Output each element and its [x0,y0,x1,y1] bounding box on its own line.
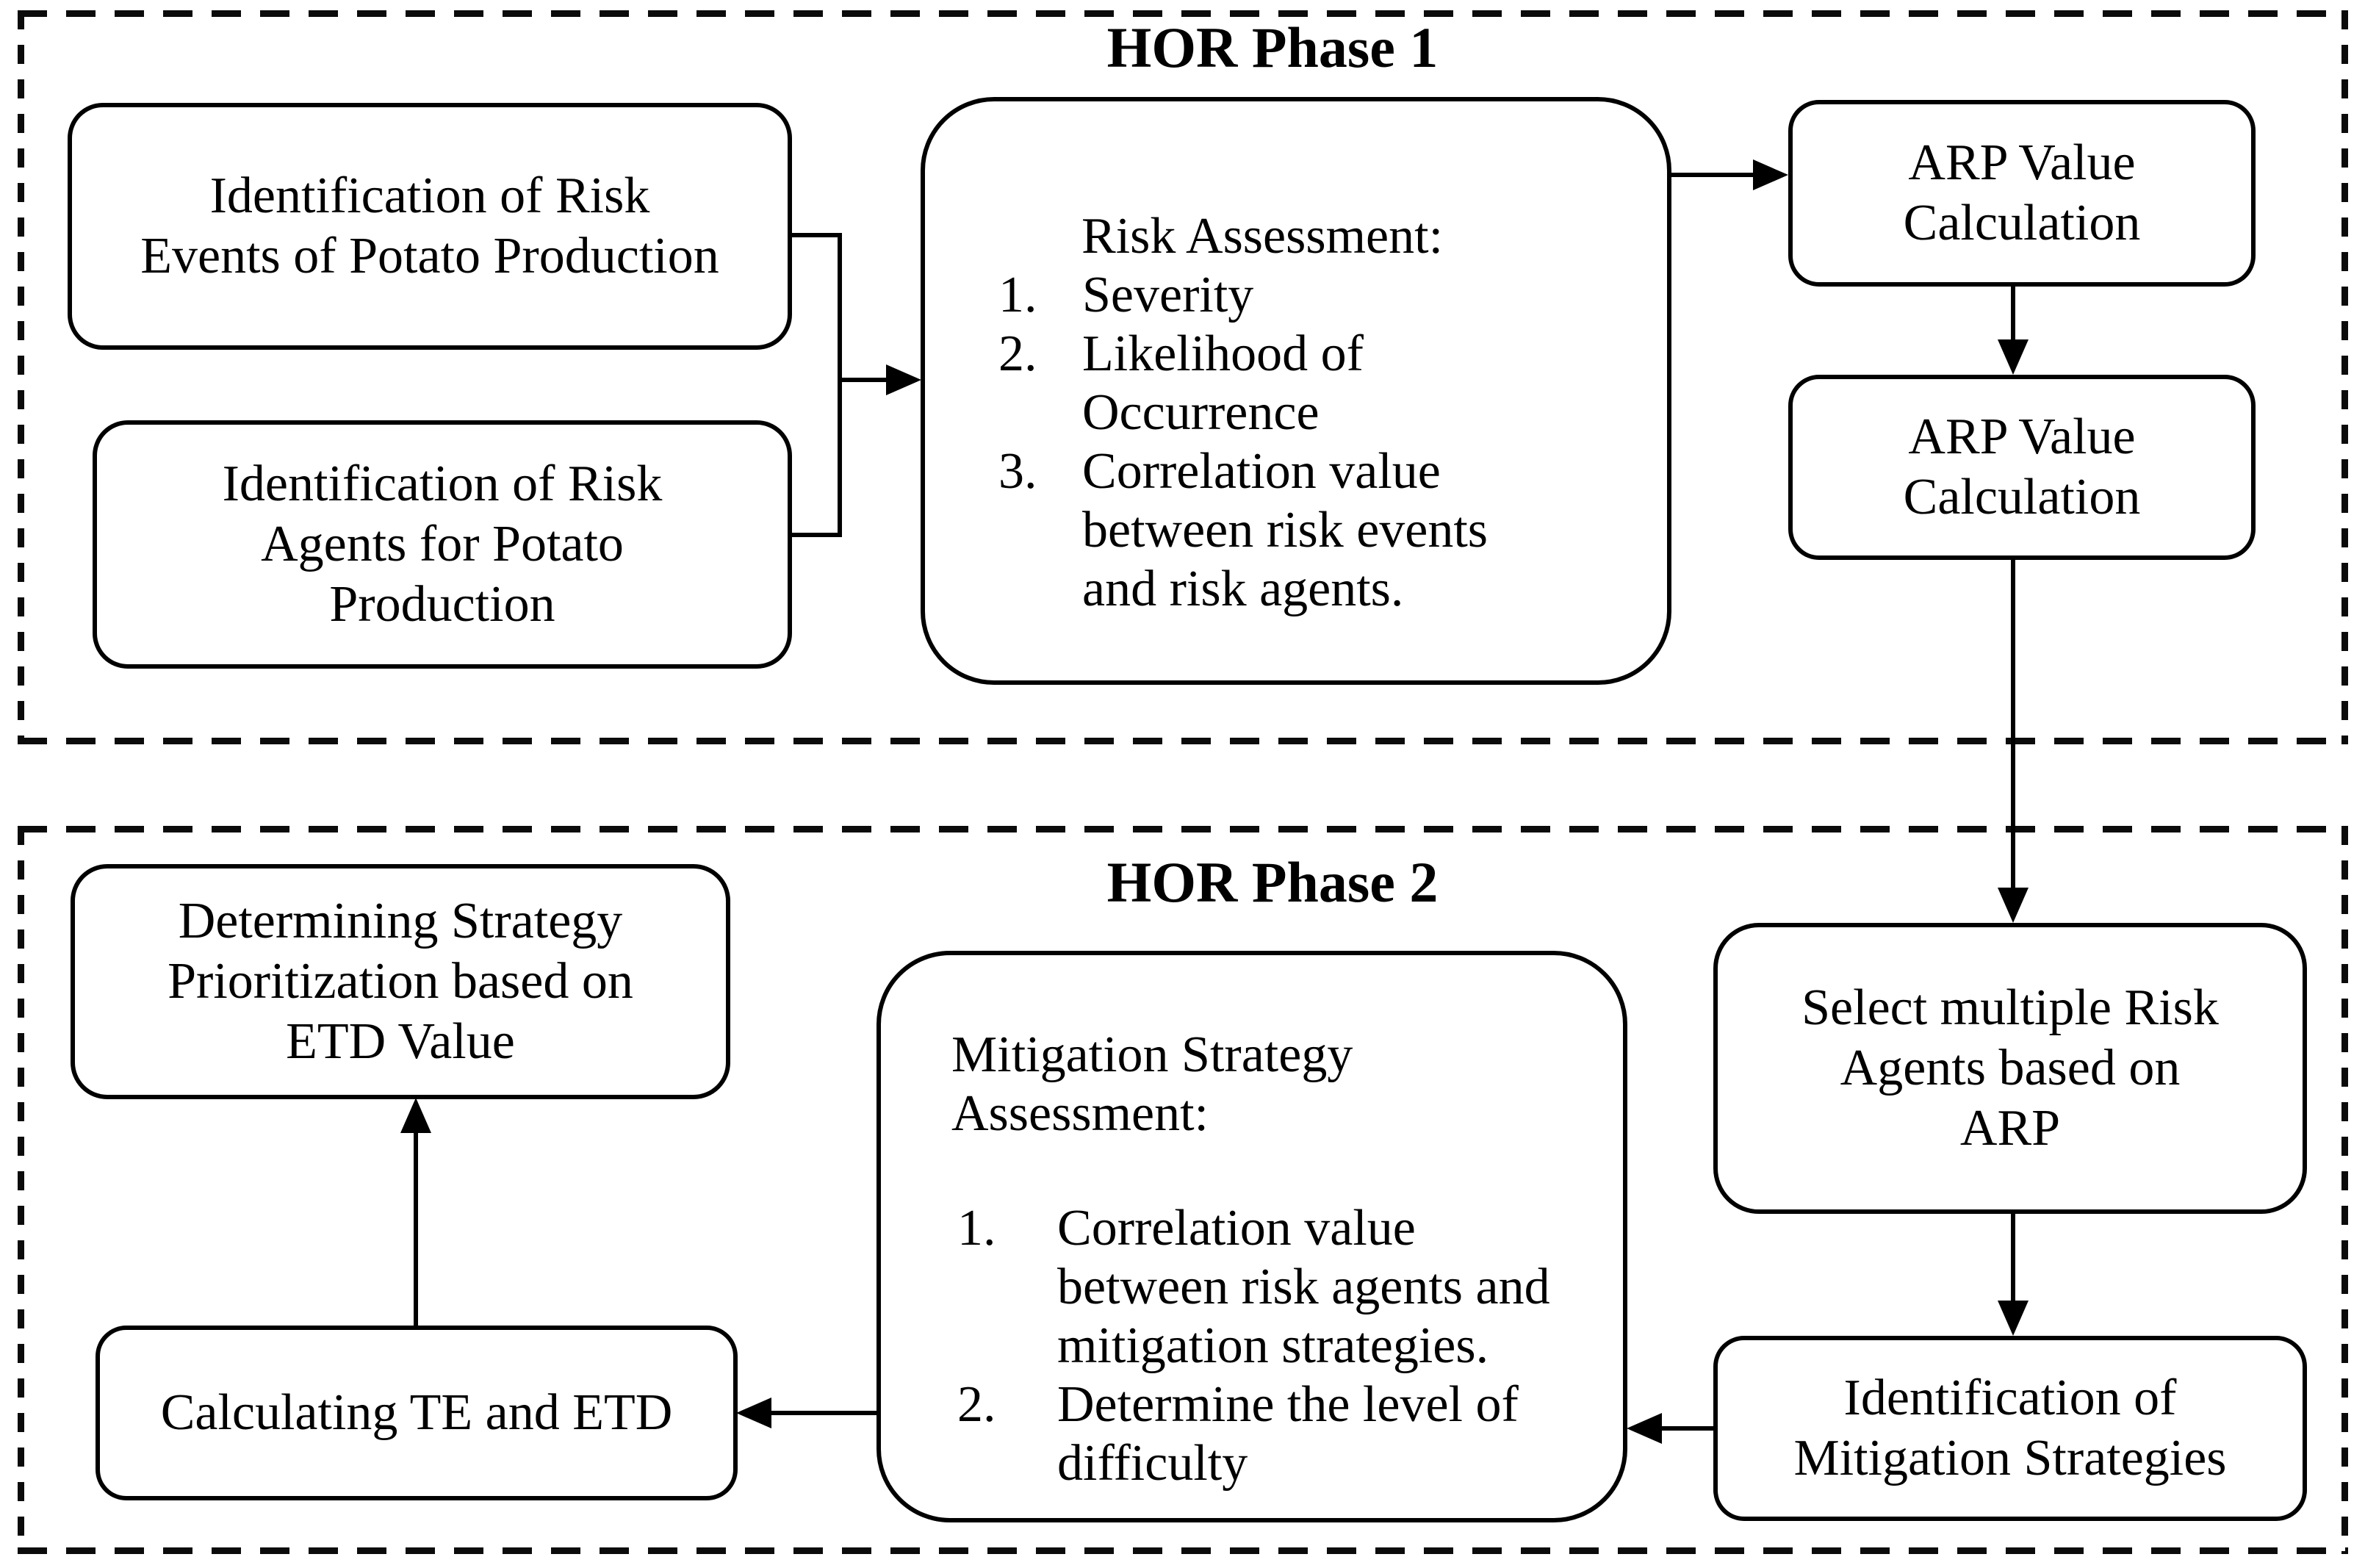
arrowhead-into-risk-assessment-icon [886,364,921,395]
arrowhead-into-arp2-icon [1998,339,2029,375]
connector-assessment-to-calculating [770,1411,878,1415]
mitigation-assessment-item-1-number: 1. [957,1200,996,1256]
arrowhead-into-mitigation-assessment-icon [1627,1413,1662,1444]
phase1-title: HOR Phase 1 [1106,15,1439,79]
node-arp-value-calculation-1: ARP Value Calculation [1788,100,2256,287]
connector-risk-events-to-bracket [789,233,842,237]
risk-assessment-item-2: 2. Likelihood of Occurrence [998,325,1645,442]
arrowhead-into-arp1-icon [1753,159,1788,190]
phase1-container-border-bottom [18,738,2348,744]
risk-assessment-item-2-number: 2. [998,326,1037,382]
node-determining-label: Determining Strategy Prioritization base… [168,893,633,1070]
node-calculating-te-etd-label: Calculating TE and ETD [160,1384,673,1441]
risk-assessment-item-1-number: 1. [998,267,1037,323]
node-determining-strategy-prioritization: Determining Strategy Prioritization base… [71,864,730,1099]
phase1-container-border-right [2341,10,2348,744]
risk-assessment-item-1-text: Severity [1082,267,1254,323]
phase2-container-border-right [2341,826,2348,1554]
arrowhead-into-identify-mitigation-icon [1998,1301,2029,1336]
mitigation-assessment-item-2-text: Determine the level of difficulty [1057,1376,1519,1492]
phase2-container-border-left [18,826,24,1554]
phase2-title: HOR Phase 2 [1106,850,1439,914]
risk-assessment-heading: Risk Assessment: [1081,208,1444,265]
node-risk-events-identification: Identification of Risk Events of Potato … [68,103,792,350]
arrowhead-into-determining-icon [400,1098,431,1133]
mitigation-assessment-item-1-text: Correlation value between risk agents an… [1057,1200,1550,1374]
connector-risk-agents-to-bracket [789,533,842,537]
arrowhead-into-calculating-icon [736,1398,771,1428]
node-arp-1-label: ARP Value Calculation [1903,134,2141,251]
node-select-multiple-risk-agents: Select multiple Risk Agents based on ARP [1713,923,2307,1214]
connector-identify-mitigation-to-assessment [1660,1426,1715,1431]
node-risk-events-label: Identification of Risk Events of Potato … [140,168,719,284]
arrowhead-into-select-icon [1998,888,2029,923]
risk-assessment-item-1: 1. Severity [998,266,1645,325]
mitigation-assessment-heading: Mitigation Strategy Assessment: [951,1026,1353,1142]
node-risk-agents-label: Identification of Risk Agents for Potato… [222,456,663,633]
node-calculating-te-and-etd: Calculating TE and ETD [96,1326,738,1500]
mitigation-assessment-item-2: 2. Determine the level of difficulty [957,1375,1601,1493]
node-select-risk-agents-label: Select multiple Risk Agents based on ARP [1801,979,2219,1157]
connector-assessment-to-arp1 [1669,173,1754,177]
risk-assessment-content: Risk Assessment: 1. Severity 2. Likeliho… [925,101,1667,680]
connector-calculating-to-determining [414,1132,418,1327]
connector-bracket-to-assessment [838,378,888,382]
node-risk-assessment: Risk Assessment: 1. Severity 2. Likeliho… [921,97,1671,685]
node-arp-value-calculation-2: ARP Value Calculation [1788,375,2256,560]
connector-merge-bracket-vertical [838,233,842,537]
phase1-container-border-left [18,10,24,744]
connector-arp2-to-select [2011,558,2015,889]
risk-assessment-item-3-number: 3. [998,443,1037,500]
node-arp-2-label: ARP Value Calculation [1903,409,2141,525]
node-identification-of-mitigation-strategies: Identification of Mitigation Strategies [1713,1336,2307,1521]
phase2-container-border-top [18,826,2348,832]
mitigation-assessment-item-1: 1. Correlation value between risk agents… [957,1199,1601,1375]
mitigation-assessment-item-2-number: 2. [957,1376,996,1433]
phase2-container-border-bottom [18,1547,2348,1554]
phase1-container-border-top [18,10,2348,17]
risk-assessment-item-3-text: Correlation value between risk events an… [1082,443,1489,617]
risk-assessment-item-3: 3. Correlation value between risk events… [998,442,1645,619]
risk-assessment-item-2-text: Likelihood of Occurrence [1082,326,1364,441]
node-identify-mitigation-label: Identification of Mitigation Strategies [1793,1370,2227,1486]
connector-select-to-identify-mitigation [2011,1212,2015,1302]
mitigation-assessment-content: Mitigation Strategy Assessment: 1. Corre… [881,955,1623,1518]
node-mitigation-strategy-assessment: Mitigation Strategy Assessment: 1. Corre… [876,951,1627,1522]
node-risk-agents-identification: Identification of Risk Agents for Potato… [93,420,792,669]
connector-arp1-to-arp2 [2011,285,2015,341]
